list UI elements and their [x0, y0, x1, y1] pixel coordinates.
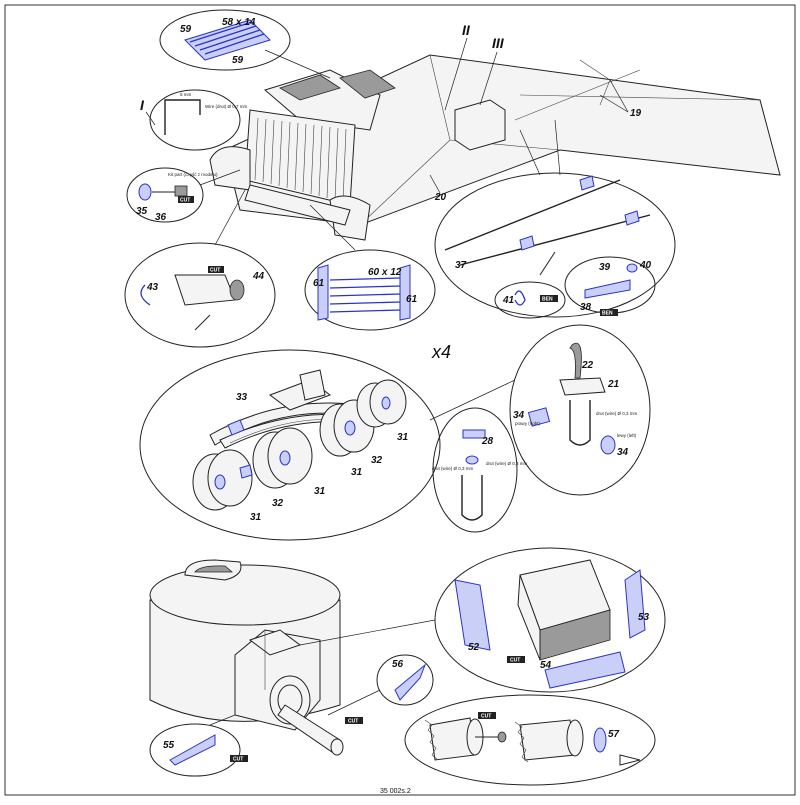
detail-35-36-bubble: CUT Kit part (część z modelu) 35 36 — [126, 167, 241, 223]
callout-31b: 31 — [314, 486, 326, 497]
note-wire-2: drut (wire) Ø 0,3 mm — [596, 411, 638, 416]
callout-52: 52 — [468, 642, 480, 653]
callout-32b: 32 — [371, 455, 383, 466]
callout-61a: 61 — [313, 278, 325, 289]
callout-37: 37 — [455, 260, 467, 271]
callout-20: 20 — [434, 192, 447, 203]
callout-44: 44 — [252, 271, 265, 282]
turret-drawing: CUT — [149, 559, 363, 756]
roman-numeral-2: II — [462, 22, 471, 38]
callout-22: 22 — [581, 360, 594, 371]
detail-56-bubble: 56 — [327, 654, 434, 716]
quantity-multiplier: x4 — [431, 342, 451, 362]
callout-33: 33 — [236, 392, 248, 403]
callout-19: 19 — [630, 108, 642, 119]
callout-40: 40 — [639, 260, 652, 271]
bend-tag-1: BEN — [542, 297, 553, 303]
detail-43-44-bubble: CUT 43 44 — [124, 189, 276, 348]
suspension-bubble: 33 31 31 31 31 32 32 — [139, 349, 441, 541]
cut-tag-5: CUT — [233, 757, 243, 763]
callout-55: 55 — [163, 740, 175, 751]
callout-54: 54 — [540, 660, 552, 671]
sheet-footer-code: 35 002s.2 — [380, 788, 411, 795]
note-wire-4: drut (wire) Ø 0,3 mm — [486, 461, 528, 466]
callout-31a: 31 — [250, 512, 262, 523]
detail-tools-bubble: BEN BEN 37 38 39 40 41 — [434, 119, 676, 319]
detail-21-22-bubble: 22 21 34 prawy (right) 34 lewy (left) dr… — [509, 324, 651, 496]
road-wheel — [252, 427, 313, 489]
roman-numeral-1: I — [140, 97, 145, 113]
callout-59b: 59 — [232, 55, 244, 66]
callout-60: 60 x 12 — [368, 267, 402, 278]
bend-tag-2: BEN — [602, 311, 613, 317]
cut-tag-3: CUT — [348, 719, 358, 725]
callout-39: 39 — [599, 262, 611, 273]
cut-tag-1: CUT — [180, 198, 190, 204]
callout-57: 57 — [608, 729, 620, 740]
detail-28-bubble: 28 drut (wire) Ø 0,3 mm drut (wire) Ø 0,… — [432, 407, 528, 533]
callout-34b: 34 — [617, 447, 629, 458]
callout-61b: 61 — [406, 294, 418, 305]
callout-36: 36 — [155, 212, 167, 223]
note-left: lewy (left) — [617, 433, 637, 438]
cut-tag-2: CUT — [210, 268, 220, 274]
callout-31d: 31 — [397, 432, 409, 443]
road-wheel — [356, 379, 407, 428]
callout-28: 28 — [481, 436, 494, 447]
callout-31c: 31 — [351, 467, 363, 478]
roman-numeral-3: III — [492, 35, 505, 51]
detail-60-61-bubble: 60 x 12 61 61 — [304, 204, 436, 331]
road-wheel — [192, 449, 253, 511]
callout-32a: 32 — [272, 498, 284, 509]
callout-21: 21 — [607, 379, 620, 390]
detail-57-bubble: CUT 57 — [404, 694, 656, 786]
callout-56: 56 — [392, 659, 404, 670]
detail-52-54-bubble: CUT 52 53 54 — [299, 547, 666, 693]
hull-drawing — [209, 54, 781, 241]
callout-38: 38 — [580, 302, 592, 313]
callout-59a: 59 — [180, 24, 192, 35]
note-kit: Kit part (część z modelu) — [168, 172, 218, 177]
callout-58: 58 x 14 — [222, 17, 256, 28]
note-wire-1: Wire (drut) Ø 0,7 mm — [205, 104, 248, 109]
callout-41: 41 — [502, 295, 515, 306]
callout-43: 43 — [146, 282, 159, 293]
note-wire-3: drut (wire) Ø 0,3 mm — [432, 466, 474, 471]
cut-tag-6: CUT — [481, 714, 491, 720]
cut-tag-4: CUT — [510, 658, 520, 664]
detail-59-bubble: 59 58 x 14 59 — [159, 9, 331, 79]
callout-53: 53 — [638, 612, 650, 623]
svg-text:5 mm: 5 mm — [180, 92, 192, 97]
detail-55-bubble: CUT 55 — [149, 714, 248, 777]
callout-34a: 34 — [513, 410, 525, 421]
note-right: prawy (right) — [515, 421, 541, 426]
callout-35: 35 — [136, 206, 148, 217]
detail-wire-bubble: 5 mm Wire (drut) Ø 0,7 mm — [149, 89, 248, 151]
